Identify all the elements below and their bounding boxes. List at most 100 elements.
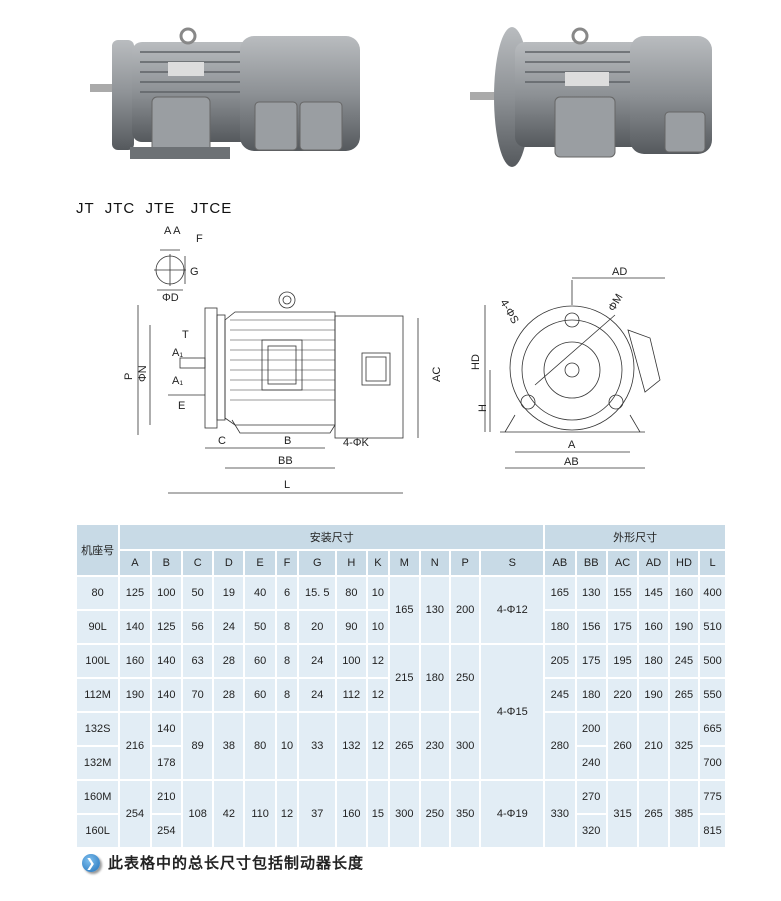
frame-size-cell: 132S <box>77 713 119 745</box>
table-cell: 230 <box>420 713 449 779</box>
table-cell: 178 <box>151 747 181 779</box>
frame-size-cell: 132M <box>77 747 119 779</box>
motor-photo-right <box>470 27 712 167</box>
table-cell: 145 <box>639 577 668 609</box>
table-cell: 200 <box>451 577 480 643</box>
dim-label-ac: AC <box>431 367 443 382</box>
table-cell: 245 <box>545 679 575 711</box>
table-cell: 90 <box>337 611 366 643</box>
table-cell: 10 <box>367 577 389 609</box>
table-cell: 140 <box>151 645 181 677</box>
table-cell: 350 <box>451 781 480 847</box>
table-cell: 550 <box>700 679 725 711</box>
frame-size-cell: 160L <box>77 815 119 847</box>
table-cell: 50 <box>182 577 213 609</box>
table-cell: 205 <box>545 645 575 677</box>
motor-photo-left <box>90 27 360 159</box>
table-cell: 180 <box>420 645 449 711</box>
table-cell: 8 <box>276 611 298 643</box>
table-cell: 140 <box>151 713 181 745</box>
table-cell: 12 <box>367 645 389 677</box>
table-cell: 4-Φ15 <box>481 645 544 779</box>
install-dimensions-header: 安装尺寸 <box>120 525 544 549</box>
table-cell: 815 <box>700 815 725 847</box>
table-cell: 260 <box>607 713 638 779</box>
column-header-n: N <box>420 551 449 575</box>
table-cell: 250 <box>451 645 480 711</box>
table-cell: 165 <box>390 577 419 643</box>
table-cell: 165 <box>545 577 575 609</box>
table-cell: 510 <box>700 611 725 643</box>
frame-size-cell: 90L <box>77 611 119 643</box>
table-cell: 270 <box>576 781 606 813</box>
table-cell: 8 <box>276 645 298 677</box>
table-cell: 132 <box>337 713 366 779</box>
table-cell: 200 <box>576 713 606 745</box>
table-cell: 15 <box>367 781 389 847</box>
table-cell: 24 <box>214 611 244 643</box>
table-cell: 130 <box>576 577 606 609</box>
frame-size-cell: 100L <box>77 645 119 677</box>
column-header-hd: HD <box>669 551 699 575</box>
table-cell: 160 <box>120 645 150 677</box>
column-header-m: M <box>390 551 419 575</box>
dim-label-d: ΦD <box>162 292 179 304</box>
table-cell: 220 <box>607 679 638 711</box>
table-cell: 155 <box>607 577 638 609</box>
dim-label-bb: BB <box>278 455 293 467</box>
dim-label-hd: HD <box>470 354 482 370</box>
column-header-h: H <box>337 551 366 575</box>
column-header-bb: BB <box>576 551 606 575</box>
table-cell: 175 <box>576 645 606 677</box>
dim-label-a: A <box>568 439 576 451</box>
table-cell: 175 <box>607 611 638 643</box>
table-cell: 254 <box>120 781 150 847</box>
table-cell: 265 <box>639 781 668 847</box>
column-header-c: C <box>182 551 213 575</box>
column-header-s: S <box>481 551 544 575</box>
frame-size-header: 机座号 <box>77 525 119 575</box>
dimension-drawing: A A F G ΦD T A₁ A₁ E P ΦN C B BB L 4-ΦK … <box>123 225 665 494</box>
table-cell: 28 <box>214 645 244 677</box>
column-header-d: D <box>214 551 244 575</box>
table-cell: 210 <box>151 781 181 813</box>
table-cell: 70 <box>182 679 213 711</box>
table-cell: 38 <box>214 713 244 779</box>
column-header-ac: AC <box>607 551 638 575</box>
table-cell: 12 <box>367 679 389 711</box>
table-cell: 33 <box>299 713 336 779</box>
table-cell: 19 <box>214 577 244 609</box>
table-cell: 125 <box>120 577 150 609</box>
table-cell: 215 <box>390 645 419 711</box>
table-cell: 100 <box>151 577 181 609</box>
column-header-k: K <box>367 551 389 575</box>
column-header-g: G <box>299 551 336 575</box>
table-cell: 500 <box>700 645 725 677</box>
table-cell: 12 <box>276 781 298 847</box>
dim-label-n: ΦN <box>137 365 149 382</box>
dim-label-b: B <box>284 435 291 447</box>
table-cell: 24 <box>299 679 336 711</box>
table-cell: 10 <box>367 611 389 643</box>
dim-label-c: C <box>218 435 226 447</box>
table-cell: 112 <box>337 679 366 711</box>
dim-label-a1-bottom: A₁ <box>172 375 183 387</box>
table-cell: 280 <box>545 713 575 779</box>
column-header-f: F <box>276 551 298 575</box>
column-header-a: A <box>120 551 150 575</box>
chevron-right-circle-icon: ❯ <box>82 853 100 872</box>
table-cell: 180 <box>545 611 575 643</box>
dim-label-a1-top: A₁ <box>172 347 183 359</box>
table-cell: 190 <box>120 679 150 711</box>
column-header-ab: AB <box>545 551 575 575</box>
table-cell: 12 <box>367 713 389 779</box>
table-cell: 325 <box>669 713 699 779</box>
table-cell: 160 <box>669 577 699 609</box>
